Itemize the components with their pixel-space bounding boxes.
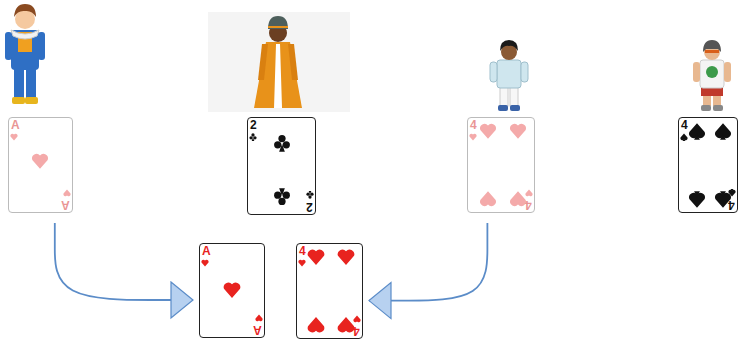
arm: [288, 44, 298, 80]
hair: [500, 40, 518, 51]
heart-pip: [338, 317, 355, 332]
heart-pip: [469, 134, 476, 141]
leg: [510, 86, 518, 106]
heart-pip: [298, 260, 305, 267]
card-rank: 4: [470, 119, 477, 132]
arm: [5, 32, 12, 60]
leg: [14, 68, 24, 98]
playing-card: AA: [199, 243, 265, 338]
shoe: [498, 105, 508, 111]
figure-child: [490, 40, 528, 111]
heart-pip: [32, 154, 48, 169]
photo-ground: [208, 12, 350, 112]
heart-pip: [480, 191, 496, 206]
arm: [258, 44, 268, 80]
spade-pip: [715, 123, 731, 140]
robe-stripe: [274, 44, 282, 108]
heart-pip: [510, 124, 526, 139]
shirt: [700, 60, 724, 88]
card-rank: 4: [525, 198, 532, 211]
suit-pips: [680, 123, 735, 207]
arm: [521, 62, 528, 82]
arrow-connector: [369, 223, 487, 301]
arm: [724, 62, 731, 82]
body: [11, 30, 39, 70]
card-rank: A: [202, 245, 211, 258]
club-pip: [274, 188, 290, 205]
suit-pips: [469, 124, 532, 206]
shoe: [713, 105, 723, 111]
headwrap: [268, 16, 288, 29]
shoe: [510, 105, 520, 111]
card-rank: 4: [299, 245, 306, 258]
card-rank: 2: [306, 200, 313, 213]
hair: [14, 4, 36, 17]
spade-pip: [728, 189, 735, 197]
playing-card: 44: [296, 243, 363, 339]
face: [269, 24, 287, 42]
card-rank: A: [61, 198, 70, 211]
shirt-print: [706, 66, 718, 78]
spade-pip: [689, 123, 705, 140]
heart-pip: [353, 316, 360, 323]
playing-card: AA: [8, 117, 73, 213]
shoe: [25, 97, 38, 104]
card-rank: A: [11, 119, 20, 132]
heart-pip: [224, 283, 241, 298]
arrow-connector: [55, 223, 193, 300]
playing-card: 22: [247, 117, 316, 215]
spade-pip: [689, 191, 705, 208]
card-rank: 2: [250, 119, 257, 132]
leg: [500, 86, 508, 106]
helmet: [703, 40, 721, 52]
suit-pips: [10, 134, 70, 196]
card-rank: 4: [681, 119, 688, 132]
heart-pip: [255, 315, 262, 322]
shoe: [701, 105, 711, 111]
card-rank: 4: [353, 324, 360, 337]
spade-pip: [680, 134, 687, 142]
figure-kid: [693, 40, 731, 111]
towel: [11, 30, 39, 39]
leg: [26, 68, 36, 98]
heart-pip: [308, 250, 325, 265]
shoe: [12, 97, 25, 104]
suit-pips: [298, 250, 360, 333]
club-pip: [306, 191, 313, 199]
club-pip: [274, 135, 290, 152]
heart-pip: [510, 191, 526, 206]
playing-card: 44: [678, 117, 738, 213]
jacket: [497, 60, 521, 88]
heart-pip: [480, 124, 496, 139]
card-rank: 4: [728, 198, 735, 211]
playing-card: 44: [467, 117, 535, 213]
heart-pip: [201, 260, 208, 267]
heart-pip: [63, 190, 70, 197]
card-rank: A: [253, 323, 262, 336]
arm: [693, 62, 700, 82]
figure-boy: [5, 4, 45, 104]
heart-pip: [10, 134, 17, 141]
heart-pip: [338, 250, 355, 265]
figure-woman: [208, 12, 350, 112]
goggles: [705, 50, 719, 53]
heart-pip: [308, 317, 325, 332]
arm: [38, 32, 45, 60]
heart-pip: [525, 190, 532, 197]
headwrap-band: [268, 26, 288, 28]
arm: [490, 62, 497, 82]
suit-pips: [249, 133, 313, 205]
suit-pips: [201, 260, 262, 321]
robe: [254, 42, 302, 108]
club-pip: [249, 133, 256, 141]
